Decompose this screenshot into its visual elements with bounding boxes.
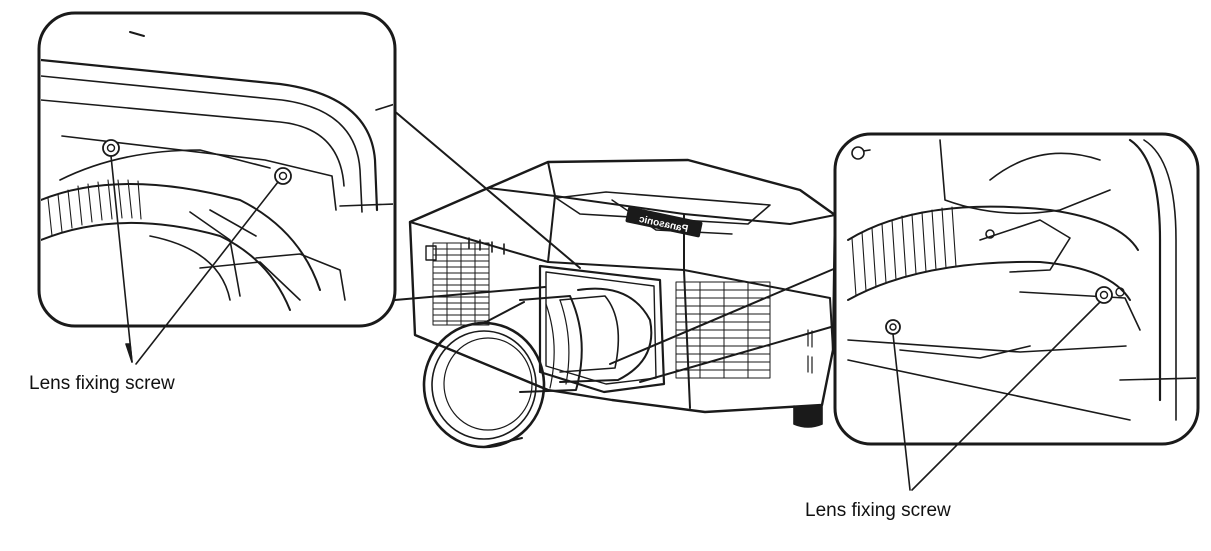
side-vent (675, 281, 771, 379)
front-lens (422, 301, 546, 449)
lens-fixing-screw-icon (102, 139, 120, 157)
right-inset (833, 132, 1200, 446)
lens-fixing-screw-label-right: Lens fixing screw (805, 500, 951, 521)
lens-fixing-screw-icon (274, 167, 292, 185)
lens-fixing-screw-icon (1095, 286, 1113, 304)
lens-assembly (519, 287, 653, 393)
front-sensor (425, 245, 437, 261)
left-inset (37, 11, 397, 328)
left-leader-lines (110, 155, 279, 365)
zoom-connector-left (385, 103, 581, 301)
projector-body (408, 158, 837, 414)
side-slots (807, 329, 813, 374)
lens-fixing-screw-label-left: Lens fixing screw (29, 373, 175, 394)
foot (793, 405, 823, 428)
lens-mount (538, 264, 666, 394)
zoom-connector-right (609, 267, 839, 383)
front-left-vent (432, 242, 490, 326)
top-panel (555, 191, 771, 235)
lens-fixing-screw-icon (885, 319, 901, 335)
indicator-lights (468, 237, 505, 255)
mount-screw-icon (851, 146, 1125, 297)
right-leader-lines (892, 301, 1101, 491)
